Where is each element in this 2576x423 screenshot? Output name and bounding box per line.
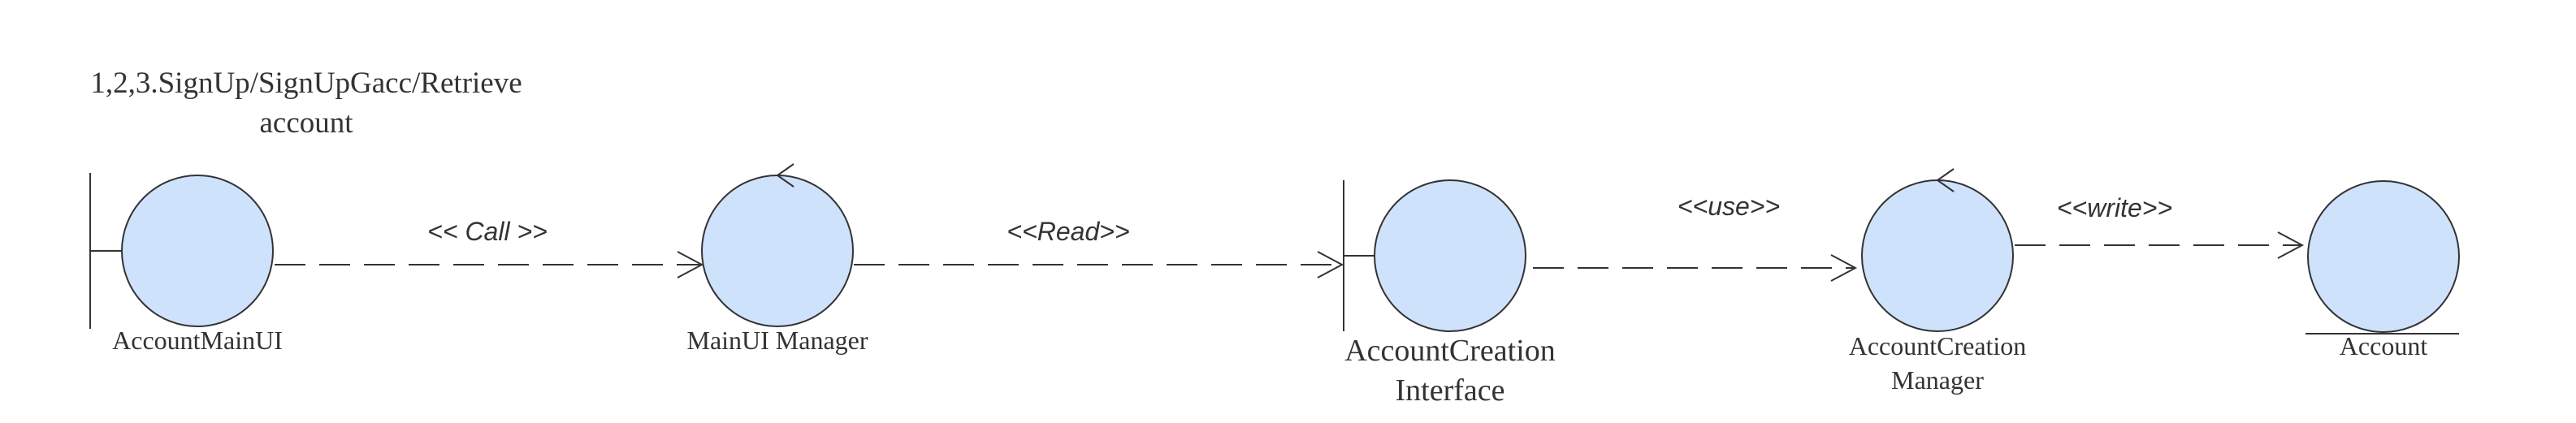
account-entity[interactable]: Account — [2305, 180, 2460, 360]
diagram-title-line-1: 1,2,3.SignUp/SignUpGacc/Retrieve — [90, 67, 522, 100]
entity-circle — [2307, 180, 2460, 333]
open-arrowhead-icon — [677, 251, 704, 278]
open-arrowhead-icon — [1317, 251, 1344, 278]
open-arrowhead-icon — [1830, 254, 1858, 282]
account-creation-interface-boundary[interactable]: AccountCreation Interface — [1343, 179, 1556, 408]
edge-read-label: <<Read>> — [1007, 217, 1129, 246]
account-creation-manager-label-line-1: AccountCreation — [1849, 331, 2027, 360]
control-circle — [1861, 179, 2014, 332]
edge-use-label: <<use>> — [1678, 192, 1780, 221]
account-creation-interface-label-line-1: AccountCreation — [1344, 334, 1556, 368]
control-arrowhead-icon — [776, 163, 794, 188]
edge-use[interactable]: <<use>> — [1533, 192, 1858, 282]
control-circle — [701, 175, 854, 327]
account-creation-manager-control[interactable]: AccountCreation Manager — [1849, 168, 2027, 395]
account-main-ui-boundary[interactable]: AccountMainUI — [89, 173, 283, 355]
diagram-title: 1,2,3.SignUp/SignUpGacc/Retrieve account — [90, 67, 522, 140]
main-ui-manager-label: MainUI Manager — [686, 326, 868, 355]
account-label: Account — [2340, 331, 2428, 360]
account-creation-interface-label-line-2: Interface — [1396, 373, 1505, 408]
diagram-title-line-2: account — [259, 106, 353, 140]
boundary-circle — [121, 175, 274, 327]
edge-call-label: << Call >> — [427, 217, 548, 246]
account-creation-manager-label-line-2: Manager — [1891, 365, 1984, 395]
open-arrowhead-icon — [2277, 231, 2305, 259]
main-ui-manager-control[interactable]: MainUI Manager — [686, 163, 868, 355]
edge-call[interactable]: << Call >> — [275, 217, 704, 278]
account-main-ui-label: AccountMainUI — [112, 326, 283, 355]
edge-read[interactable]: <<Read>> — [854, 217, 1344, 278]
edge-write-label: <<write>> — [2057, 193, 2172, 222]
control-arrowhead-icon — [1936, 168, 1955, 192]
boundary-circle — [1374, 179, 1526, 332]
edge-write[interactable]: <<write>> — [2015, 193, 2305, 259]
